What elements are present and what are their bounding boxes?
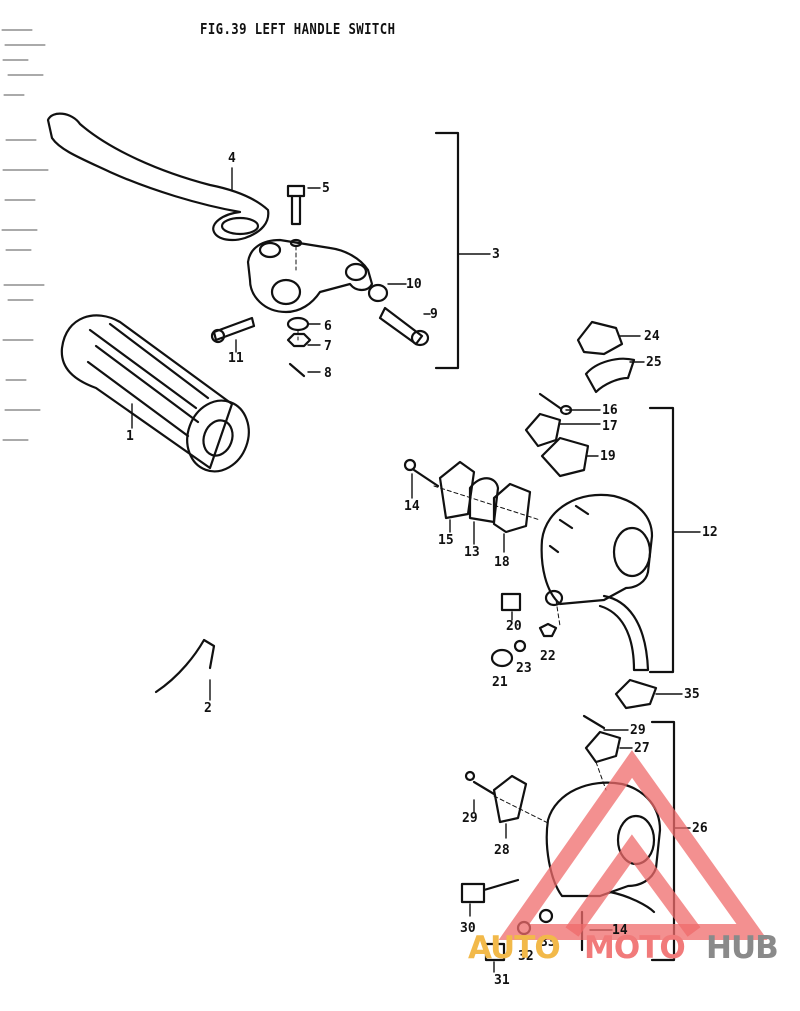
switch-part-19	[540, 436, 590, 478]
clutch-lever	[46, 112, 270, 242]
callout-10: 10	[406, 277, 422, 292]
callout-12: 12	[702, 525, 718, 540]
callout-17: 17	[602, 419, 618, 434]
washer-6	[286, 316, 310, 332]
callout-27: 27	[634, 741, 650, 756]
callout-9: 9	[430, 307, 438, 322]
callout-35: 35	[684, 687, 700, 702]
callout-6: 6	[324, 319, 332, 334]
pin-8	[288, 362, 306, 378]
bracket-26	[650, 720, 676, 962]
switch-body-18	[492, 482, 532, 534]
wire-harness-2	[154, 638, 216, 694]
screw-33	[538, 908, 554, 924]
callout-15: 15	[438, 533, 454, 548]
switch-28	[492, 774, 528, 824]
bolt-11	[212, 316, 256, 342]
plate-25	[584, 357, 636, 394]
callout-29-lower: 29	[462, 811, 478, 826]
block-20	[500, 592, 522, 612]
callout-29: 29	[630, 723, 646, 738]
watermark-auto: AUTO	[468, 930, 561, 966]
bracket-3	[434, 131, 460, 370]
callout-8: 8	[324, 366, 332, 381]
callout-26: 26	[692, 821, 708, 836]
watermark-moto: MOTO	[584, 930, 686, 966]
screw-14	[403, 458, 417, 472]
callout-19: 19	[600, 449, 616, 464]
bracket-12	[648, 406, 675, 674]
callout-18: 18	[494, 555, 510, 570]
callout-30: 30	[460, 921, 476, 936]
callout-21: 21	[492, 675, 508, 690]
callout-16: 16	[602, 403, 618, 418]
spring-16	[538, 392, 562, 410]
watermark-triangle-logo	[498, 750, 768, 940]
spring-29	[582, 714, 606, 730]
knob-24	[576, 320, 624, 356]
cap-21	[490, 648, 514, 668]
callout-2: 2	[204, 701, 212, 716]
callout-14-lower: 14	[612, 923, 628, 938]
lever-bolt	[286, 184, 306, 248]
callout-5: 5	[322, 181, 330, 196]
callout-25: 25	[646, 355, 662, 370]
nut-7	[286, 332, 312, 348]
knob-35	[614, 678, 658, 710]
callout-3: 3	[492, 247, 500, 262]
scan-noise	[1, 29, 49, 441]
knob-27	[584, 730, 622, 764]
callout-14: 14	[404, 499, 420, 514]
switch-housing-12	[540, 493, 654, 672]
callout-32: 32	[518, 949, 534, 964]
callout-20: 20	[506, 619, 522, 634]
block-31	[484, 942, 506, 962]
callout-13: 13	[464, 545, 480, 560]
leader-lines	[131, 167, 701, 973]
lever-holder-bracket	[246, 238, 374, 314]
callout-33: 33	[540, 935, 556, 950]
figure-title: FIG.39 LEFT HANDLE SWITCH	[200, 20, 396, 38]
part-30	[460, 878, 520, 904]
screw-22	[538, 622, 558, 638]
handle-grip	[60, 314, 250, 473]
callout-11: 11	[228, 351, 244, 366]
callout-1: 1	[126, 429, 134, 444]
callout-7: 7	[324, 339, 332, 354]
callout-23: 23	[516, 661, 532, 676]
assembly-guide-lines	[295, 245, 607, 825]
adjuster-9	[378, 306, 424, 346]
callout-24: 24	[644, 329, 660, 344]
washer-10	[367, 283, 389, 303]
callout-22: 22	[540, 649, 556, 664]
callout-28: 28	[494, 843, 510, 858]
knob-17	[524, 412, 562, 448]
callout-4: 4	[228, 151, 236, 166]
screw-23	[513, 639, 527, 653]
callout-31: 31	[494, 973, 510, 988]
watermark-hub: HUB	[706, 930, 779, 966]
